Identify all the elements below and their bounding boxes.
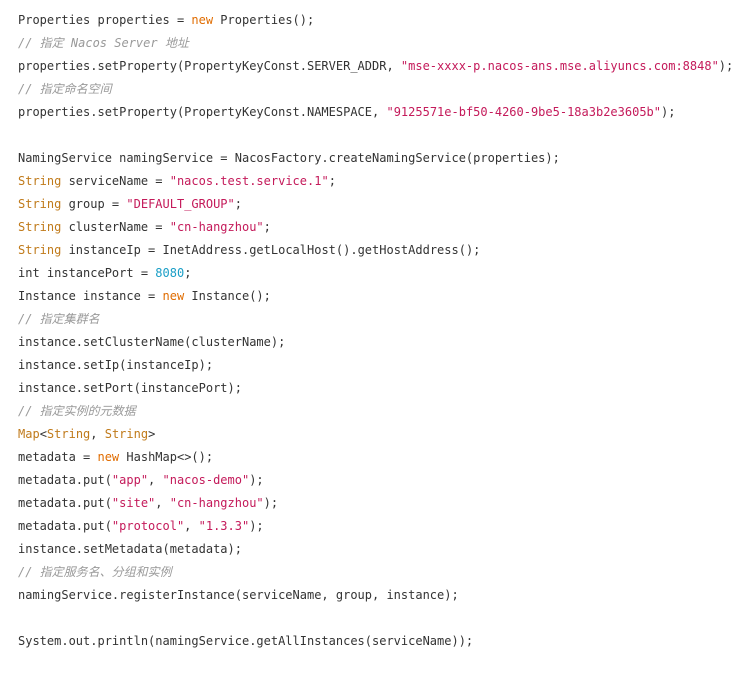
code-token-plain: serviceName = [61, 174, 170, 188]
code-token-plain: instance.setIp(instanceIp); [18, 358, 214, 372]
code-token-plain: metadata.put( [18, 496, 112, 510]
code-line: NamingService namingService = NacosFacto… [18, 147, 736, 170]
code-token-str: "DEFAULT_GROUP" [126, 197, 235, 211]
code-token-plain: properties.setProperty(PropertyKeyConst.… [18, 105, 387, 119]
code-token-str: "9125571e-bf50-4260-9be5-18a3b2e3605b" [386, 105, 662, 119]
code-token-plain: instanceIp = InetAddress.getLocalHost().… [61, 243, 481, 257]
code-line: // 指定 Nacos Server 地址 [18, 32, 736, 55]
code-line [18, 124, 736, 147]
code-token-type: String [18, 243, 62, 257]
code-token-plain: ); [263, 496, 279, 510]
code-line: // 指定命名空间 [18, 78, 736, 101]
code-token-type: String [18, 174, 62, 188]
code-token-plain: , [184, 519, 199, 533]
code-token-plain: metadata = [18, 450, 98, 464]
code-line: instance.setPort(instancePort); [18, 377, 736, 400]
code-line: String clusterName = "cn-hangzhou"; [18, 216, 736, 239]
code-token-plain: instance.setClusterName(clusterName); [18, 335, 286, 349]
code-line: int instancePort = 8080; [18, 262, 736, 285]
code-token-kw: new [162, 289, 185, 303]
code-token-plain: Instance(); [184, 289, 271, 303]
code-token-str: "site" [111, 496, 156, 510]
code-token-plain: ); [718, 59, 734, 73]
code-line: instance.setClusterName(clusterName); [18, 331, 736, 354]
code-token-str: "nacos.test.service.1" [169, 174, 329, 188]
code-token-plain: ); [249, 473, 264, 487]
code-token-num: 8080 [155, 266, 185, 280]
code-token-plain: ); [249, 519, 264, 533]
code-line: metadata = new HashMap<>(); [18, 446, 736, 469]
code-line: instance.setMetadata(metadata); [18, 538, 736, 561]
code-token-plain: int instancePort = [18, 266, 156, 280]
code-line: // 指定服务名、分组和实例 [18, 561, 736, 584]
code-token-plain: ; [184, 266, 192, 280]
code-token-type: String [104, 427, 149, 441]
code-token-plain: metadata.put( [18, 473, 112, 487]
code-line: System.out.println(namingService.getAllI… [18, 630, 736, 653]
code-token-plain: properties.setProperty(PropertyKeyConst.… [18, 59, 401, 73]
code-line: namingService.registerInstance(serviceNa… [18, 584, 736, 607]
code-token-type: Map [18, 427, 40, 441]
code-token-kw: new [191, 13, 214, 27]
code-token-comment: // 指定 Nacos Server 地址 [18, 36, 189, 50]
code-token-plain: , [155, 496, 170, 510]
code-token-type: String [46, 427, 91, 441]
code-token-plain: instance.setMetadata(metadata); [18, 542, 242, 556]
code-token-comment: // 指定服务名、分组和实例 [18, 565, 172, 579]
code-token-plain: Instance instance = [18, 289, 163, 303]
code-token-str: "cn-hangzhou" [169, 220, 264, 234]
code-token-plain: clusterName = [61, 220, 170, 234]
code-line: Map<String, String> [18, 423, 736, 446]
code-token-str: "1.3.3" [198, 519, 250, 533]
code-token-comment: // 指定命名空间 [18, 82, 112, 96]
code-line: Properties properties = new Properties()… [18, 9, 736, 32]
code-token-plain: metadata.put( [18, 519, 112, 533]
code-token-type: String [18, 197, 62, 211]
code-token-str: "app" [111, 473, 149, 487]
code-token-str: "nacos-demo" [162, 473, 250, 487]
code-line: // 指定集群名 [18, 308, 736, 331]
code-line: Instance instance = new Instance(); [18, 285, 736, 308]
code-token-plain: ); [661, 105, 676, 119]
code-line: properties.setProperty(PropertyKeyConst.… [18, 101, 736, 124]
code-token-comment: // 指定集群名 [18, 312, 100, 326]
code-token-str: "mse-xxxx-p.nacos-ans.mse.aliyuncs.com:8… [400, 59, 719, 73]
code-line: // 指定实例的元数据 [18, 400, 736, 423]
code-token-plain: NamingService namingService = NacosFacto… [18, 151, 560, 165]
code-line: metadata.put("protocol", "1.3.3"); [18, 515, 736, 538]
code-token-plain: instance.setPort(instancePort); [18, 381, 242, 395]
code-token-plain: System.out.println(namingService.getAllI… [18, 634, 474, 648]
code-token-type: String [18, 220, 62, 234]
code-token-kw: new [97, 450, 120, 464]
code-token-plain: , [148, 473, 163, 487]
code-line: metadata.put("app", "nacos-demo"); [18, 469, 736, 492]
code-line [18, 607, 736, 630]
code-line: properties.setProperty(PropertyKeyConst.… [18, 55, 736, 78]
code-line: String serviceName = "nacos.test.service… [18, 170, 736, 193]
code-line: instance.setIp(instanceIp); [18, 354, 736, 377]
code-token-plain: ; [263, 220, 271, 234]
code-token-comment: // 指定实例的元数据 [18, 404, 136, 418]
code-token-plain: Properties properties = [18, 13, 192, 27]
code-token-plain: < [39, 427, 47, 441]
code-token-plain: namingService.registerInstance(serviceNa… [18, 588, 459, 602]
code-line: metadata.put("site", "cn-hangzhou"); [18, 492, 736, 515]
code-token-plain: ; [328, 174, 336, 188]
code-line: String instanceIp = InetAddress.getLocal… [18, 239, 736, 262]
code-token-plain: Properties(); [213, 13, 315, 27]
code-token-str: "protocol" [111, 519, 185, 533]
code-token-plain: > [148, 427, 156, 441]
code-token-plain: , [90, 427, 105, 441]
code-token-plain: group = [61, 197, 127, 211]
code-token-str: "cn-hangzhou" [169, 496, 264, 510]
code-line: String group = "DEFAULT_GROUP"; [18, 193, 736, 216]
code-token-plain: ; [234, 197, 242, 211]
code-token-plain: HashMap<>(); [119, 450, 214, 464]
